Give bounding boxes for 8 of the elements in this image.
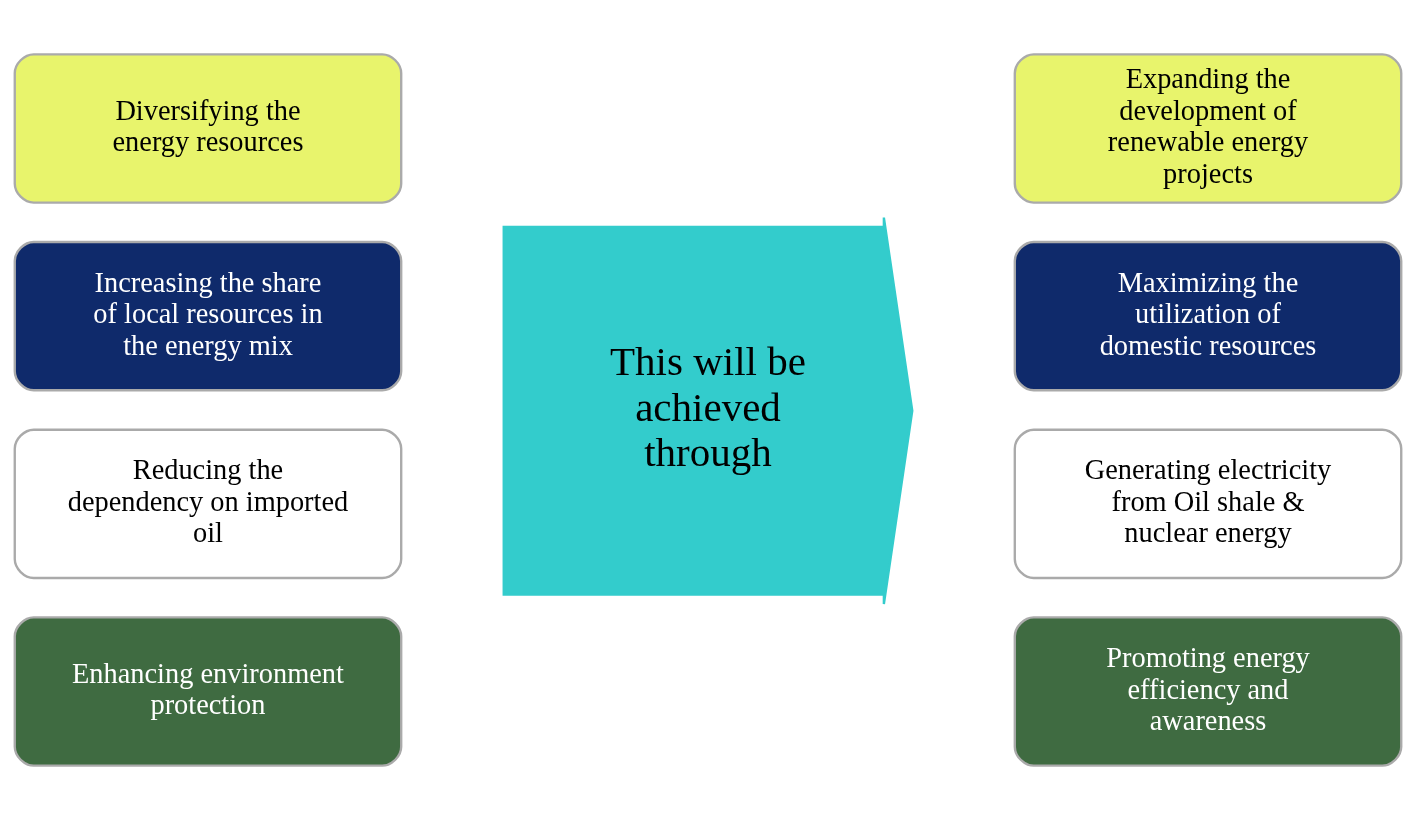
node-box: Diversifying the energy resources xyxy=(13,52,403,204)
node-box: Reducing the dependency on imported oil xyxy=(13,428,403,579)
node-box: Promoting energy efficiency and awareness xyxy=(1013,615,1403,767)
node-box: Maximizing the utilization of domestic resources xyxy=(1013,240,1403,391)
node-box: Expanding the development of renewable energy projects xyxy=(1013,52,1403,204)
node-box: Enhancing environment protection xyxy=(13,615,403,767)
node-box: Increasing the share of local resources in the energy mix xyxy=(13,240,403,391)
node-box: Generating electricity from Oil shale & nuclear energy xyxy=(1013,428,1403,579)
